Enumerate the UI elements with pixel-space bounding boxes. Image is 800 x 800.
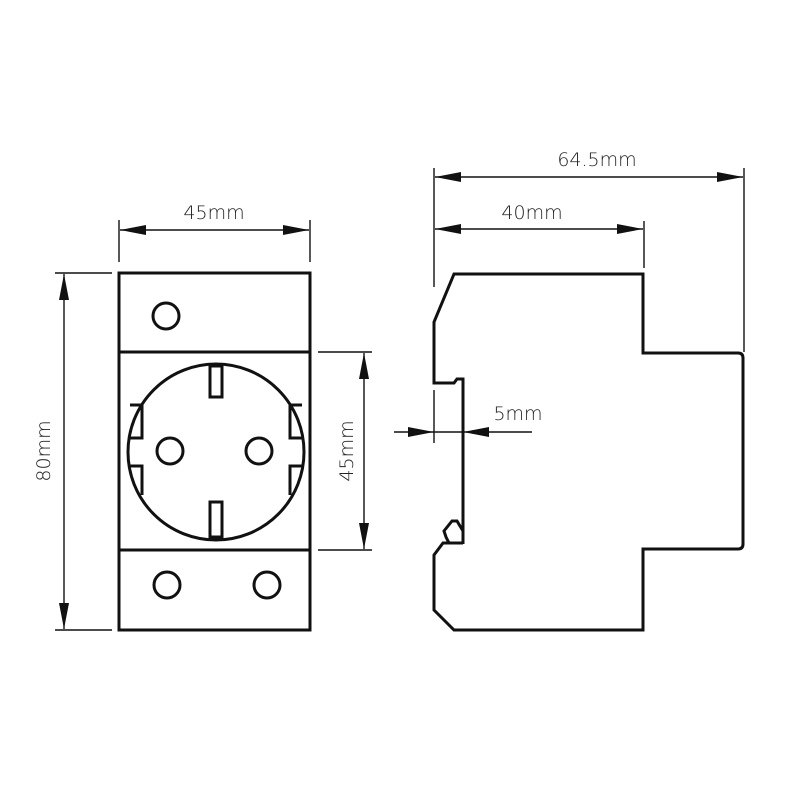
width-dimension: 45mm bbox=[118, 202, 311, 262]
height-label: 80mm bbox=[33, 420, 55, 481]
side-profile-outline bbox=[432, 272, 745, 632]
socket-height-label: 45mm bbox=[336, 420, 358, 481]
rail-clip-label: 5mm bbox=[493, 403, 542, 425]
total-depth-label: 64.5mm bbox=[557, 149, 636, 171]
top-mounting-hole-icon bbox=[151, 301, 181, 331]
bottom-hole-left-icon bbox=[152, 570, 182, 600]
bottom-hole-right-icon bbox=[252, 570, 282, 600]
height-dimension: 80mm bbox=[33, 272, 112, 631]
side-view: 64.5mm 40mm 5mm bbox=[394, 149, 745, 632]
base-depth-dimension: 40mm bbox=[435, 202, 645, 268]
schuko-socket-icon bbox=[126, 362, 306, 542]
rail-clip-dimension: 5mm bbox=[394, 390, 543, 443]
front-body-outline bbox=[117, 271, 312, 632]
total-depth-dimension: 64.5mm bbox=[433, 149, 745, 352]
width-label: 45mm bbox=[183, 202, 244, 224]
socket-height-dimension: 45mm bbox=[318, 351, 372, 551]
front-view: 45mm 80mm 45mm bbox=[33, 202, 372, 632]
base-depth-label: 40mm bbox=[501, 202, 562, 224]
